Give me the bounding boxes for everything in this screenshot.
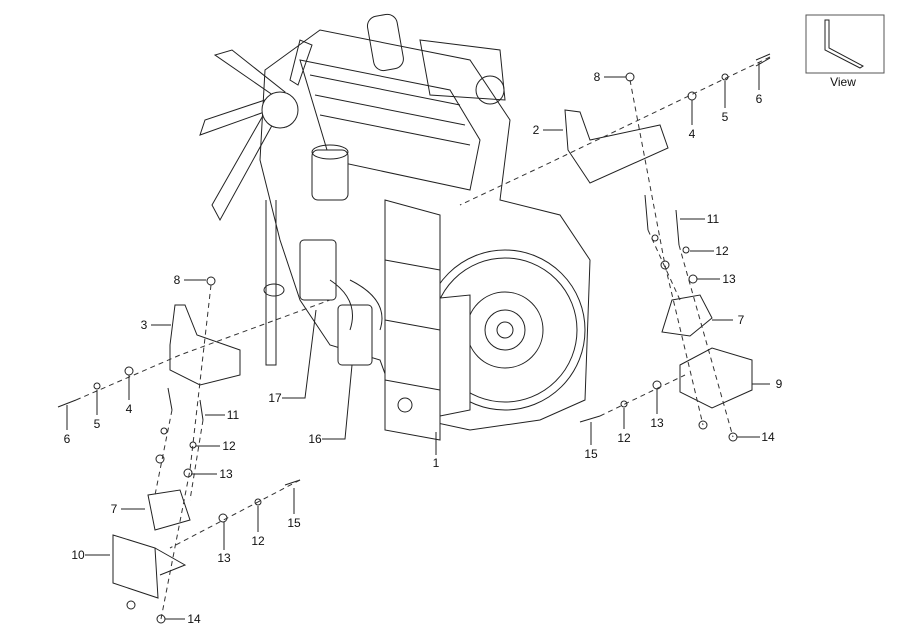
inset-view-box [805,14,885,74]
callout-14: 14 [187,612,201,626]
callout-7: 7 [737,313,745,327]
callout-1: 1 [432,456,440,470]
callout-6: 6 [63,432,71,446]
callout-6: 6 [755,92,763,106]
callout-10: 10 [71,548,85,562]
callout-13: 13 [722,272,736,286]
callout-7: 7 [110,502,118,516]
callout-4: 4 [125,402,133,416]
leader-lines [66,62,770,620]
callout-9: 9 [775,377,783,391]
callout-12: 12 [222,439,236,453]
callout-5: 5 [93,417,101,431]
callout-13: 13 [217,551,231,565]
callout-17: 17 [268,391,282,405]
callout-12: 12 [251,534,265,548]
engine-illustration [199,13,591,441]
inset-view-label: View [830,75,856,89]
callout-13: 13 [650,416,664,430]
callout-5: 5 [721,110,729,124]
callout-3: 3 [140,318,148,332]
callout-14: 14 [761,430,775,444]
callout-4: 4 [688,127,696,141]
callout-11: 11 [226,408,240,422]
callout-8: 8 [593,70,601,84]
callout-12: 12 [617,431,631,445]
callout-11: 11 [706,212,720,226]
callout-15: 15 [584,447,598,461]
callout-15: 15 [287,516,301,530]
left-mount-parts [57,276,301,624]
callout-13: 13 [219,467,233,481]
callout-16: 16 [308,432,322,446]
callout-8: 8 [173,273,181,287]
callout-12: 12 [715,244,729,258]
assembly-lines [75,56,771,620]
callout-2: 2 [532,123,540,137]
